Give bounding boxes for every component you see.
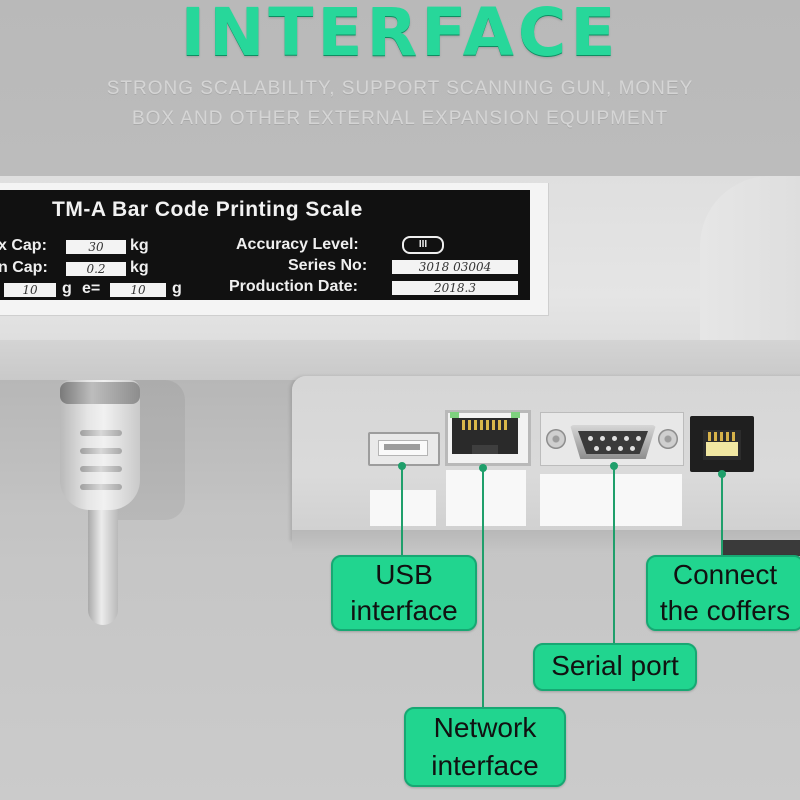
port-sticker <box>446 470 526 526</box>
min-cap-unit: kg <box>130 259 149 276</box>
callout-usb-line1: USB <box>375 559 433 590</box>
serial-pin <box>624 436 629 441</box>
serial-pin <box>594 446 599 451</box>
series-value: 3018 03004 <box>392 260 518 274</box>
ethernet-port-notch <box>472 445 498 454</box>
power-cord <box>88 505 118 625</box>
series-label: Series No: <box>288 257 368 274</box>
ethernet-led <box>450 412 459 418</box>
production-date-label: Production Date: <box>229 278 358 295</box>
page-subtitle: STRONG SCALABILITY, SUPPORT SCANNING GUN… <box>40 74 760 134</box>
callout-usb-line2: interface <box>350 595 458 626</box>
callout-connect-the-coffers: Connect the coffers <box>646 555 800 631</box>
ethernet-port-pins <box>462 420 508 430</box>
serial-pin <box>588 436 593 441</box>
callout-network-interface: Network interface <box>404 707 566 787</box>
e-label: e= <box>82 280 101 297</box>
accuracy-value: III <box>402 236 444 254</box>
ethernet-led <box>511 412 520 418</box>
port-sticker <box>370 490 436 526</box>
plug-rib <box>80 484 122 490</box>
callout-serial-port: Serial port <box>533 643 697 691</box>
cash-drawer-port-latch <box>706 442 738 456</box>
nameplate-title: TM-A Bar Code Printing Scale <box>52 198 363 221</box>
leader-line-serial <box>613 466 615 644</box>
usb-port-contacts <box>384 444 420 450</box>
serial-pin <box>630 446 635 451</box>
port-sticker <box>540 474 682 526</box>
serial-pin <box>636 436 641 441</box>
power-plug-collar <box>60 382 140 404</box>
callout-coffers-line1: Connect <box>672 559 778 590</box>
d-unit: g <box>62 280 72 297</box>
production-date-value: 2018.3 <box>392 281 518 295</box>
leader-line-usb <box>401 466 403 558</box>
scale-underside <box>0 340 800 380</box>
min-cap-value: 0.2 <box>66 262 126 276</box>
e-value: 10 <box>110 283 166 297</box>
e-unit: g <box>172 280 182 297</box>
serial-pin <box>606 446 611 451</box>
d-value: 10 <box>4 283 56 297</box>
port-panel-shadow <box>292 530 800 554</box>
plug-rib <box>80 448 122 454</box>
callout-usb-interface: USB interface <box>331 555 477 631</box>
callout-network-line1: Network <box>433 712 537 743</box>
max-cap-value: 30 <box>66 240 126 254</box>
callout-network-line2: interface <box>431 750 539 781</box>
leader-line-coffers <box>721 474 723 558</box>
max-cap-unit: kg <box>130 237 149 254</box>
serial-pin <box>618 446 623 451</box>
plug-rib <box>80 430 122 436</box>
serial-pin <box>612 436 617 441</box>
callout-coffers-line2: the coffers <box>659 595 791 626</box>
subtitle-line-1: STRONG SCALABILITY, SUPPORT SCANNING GUN… <box>106 78 694 99</box>
callout-serial-line1: Serial port <box>551 650 679 681</box>
page-title: INTERFACE <box>180 0 620 71</box>
min-cap-label: n Cap: <box>0 259 48 276</box>
scale-base-left <box>0 380 300 500</box>
serial-port-socket <box>578 431 648 454</box>
cash-drawer-port-pins <box>708 432 736 441</box>
leader-line-network <box>482 468 484 708</box>
serial-screw <box>658 429 678 449</box>
accuracy-label: Accuracy Level: <box>236 236 359 253</box>
plug-rib <box>80 466 122 472</box>
base-foot <box>722 540 800 556</box>
max-cap-label: x Cap: <box>0 237 47 254</box>
serial-pin <box>600 436 605 441</box>
serial-screw <box>546 429 566 449</box>
subtitle-line-2: BOX AND OTHER EXTERNAL EXPANSION EQUIPME… <box>131 108 669 129</box>
